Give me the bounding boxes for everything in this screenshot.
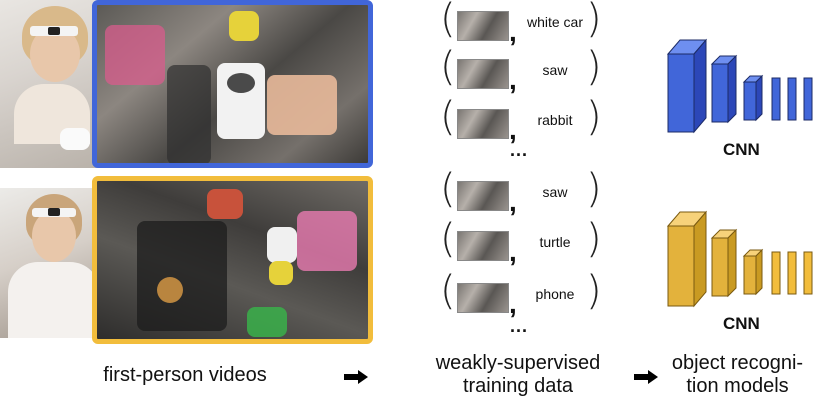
training-pair: ( , phone ) [440,268,602,319]
right-paren: ) [586,44,602,90]
training-caption: weakly-supervised training data [408,352,628,398]
models-caption: object recogni- tion models [660,352,815,398]
right-paren: ) [586,0,602,42]
comma: , [509,114,517,145]
child-photo [0,0,98,168]
adult-photo [0,188,98,338]
cnn-label: CNN [723,140,760,159]
models-caption-line1: object recogni- [671,352,804,374]
left-paren: ( [440,166,456,212]
training-pair: ( , rabbit ) [440,94,602,145]
ellipsis: ... [510,140,529,160]
frame-thumbnail [457,109,509,139]
training-caption-line1: weakly-supervised [435,352,601,374]
cnn-layers [666,210,813,308]
object-label: saw [542,184,568,200]
comma: , [509,288,517,319]
cnn-blue-diagram [666,38,813,134]
egocentric-frame-yellow [92,176,373,344]
comma: , [509,64,517,95]
right-arrow-icon [344,370,368,384]
training-pair: ( , saw ) [440,44,602,95]
cnn-yellow-diagram [666,210,813,308]
object-label: turtle [539,234,571,250]
training-pair: ( , turtle ) [440,216,602,267]
left-paren: ( [440,94,456,140]
training-pair: ( , saw ) [440,166,602,217]
object-label: rabbit [537,112,573,128]
frame-thumbnail [457,181,509,211]
cnn-label: CNN [723,314,760,333]
right-arrow-icon [634,370,658,384]
object-label: phone [535,286,575,302]
right-paren: ) [586,94,602,140]
comma: , [509,186,517,217]
object-label: white car [526,14,584,30]
videos-caption: first-person videos [103,364,267,386]
frame-thumbnail [457,11,509,41]
frame-thumbnail [457,283,509,313]
comma: , [509,16,517,47]
frame-thumbnail [457,231,509,261]
left-paren: ( [440,216,456,262]
egocentric-frame-blue [92,0,373,168]
left-paren: ( [440,0,456,42]
left-paren: ( [440,268,456,314]
cnn-layers [666,38,813,134]
right-paren: ) [586,268,602,314]
left-paren: ( [440,44,456,90]
comma: , [509,236,517,267]
right-paren: ) [586,216,602,262]
ellipsis: ... [510,316,529,336]
models-caption-line2: tion models [686,375,789,397]
frame-thumbnail [457,59,509,89]
training-caption-line2: training data [462,375,574,397]
training-pair: ( , white car ) [440,0,602,47]
right-paren: ) [586,166,602,212]
object-label: saw [542,62,568,78]
